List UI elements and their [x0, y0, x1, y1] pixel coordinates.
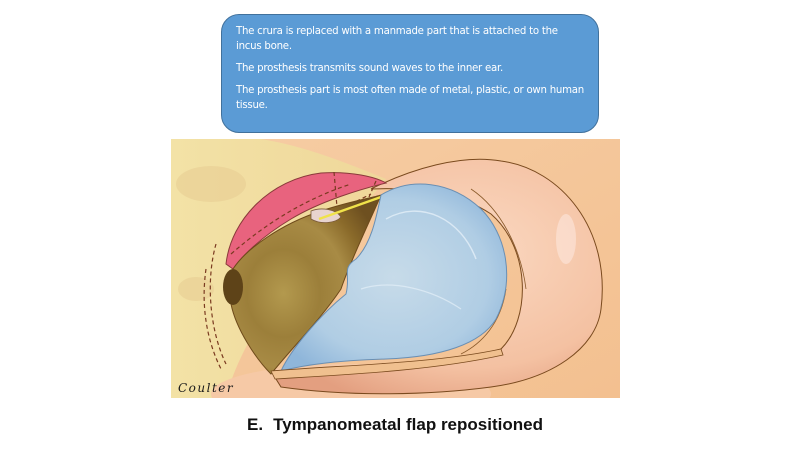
callout-paragraph-2: The prosthesis transmits sound waves to …	[236, 63, 503, 74]
callout-paragraph-3: The prosthesis part is most often made o…	[236, 85, 585, 111]
meatal-skin-flap	[225, 172, 388, 270]
canal-shadow	[223, 269, 243, 305]
bone-shadow	[176, 166, 246, 202]
figure-caption: E. Tympanomeatal flap repositioned	[0, 415, 790, 435]
caption-letter: E.	[247, 415, 264, 434]
eardrum-highlight	[360, 284, 462, 310]
ear-surgery-illustration	[171, 139, 620, 398]
info-callout: The crura is replaced with a manmade par…	[221, 14, 599, 133]
prosthesis	[318, 195, 382, 221]
bone-shadow	[178, 277, 214, 301]
flap-crease	[470, 188, 527, 290]
caption-text: Tympanomeatal flap repositioned	[273, 415, 543, 434]
flap-highlight	[556, 214, 576, 264]
flap-edge	[270, 348, 504, 380]
tympanomeatal-flap	[270, 158, 603, 395]
eardrum	[280, 183, 508, 372]
eardrum-highlight	[385, 210, 477, 260]
ear-canal	[230, 194, 382, 375]
callout-paragraph-1: The crura is replaced with a manmade par…	[236, 26, 558, 52]
artist-signature: Coulter	[178, 381, 235, 395]
